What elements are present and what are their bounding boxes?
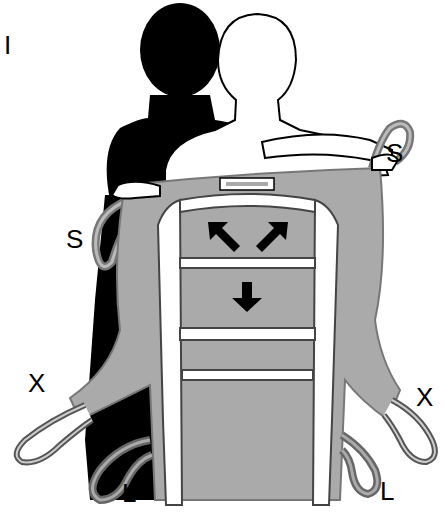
part-letter: S <box>66 226 83 252</box>
sling <box>70 168 400 500</box>
sling-tag <box>220 178 274 190</box>
part-letter: I <box>4 32 11 58</box>
patient-outline <box>165 14 388 185</box>
part-letter: S <box>386 140 403 166</box>
direction-arrow <box>208 222 288 312</box>
caregiver-hand <box>112 182 160 199</box>
x-loop <box>17 400 435 462</box>
sling-tag <box>226 182 268 186</box>
part-letter: X <box>416 384 433 410</box>
part-letter: L <box>380 478 394 504</box>
part-letter: L <box>122 480 136 506</box>
sling-panel <box>198 272 298 324</box>
chair-frame <box>158 194 338 505</box>
part-letter: X <box>28 370 45 396</box>
